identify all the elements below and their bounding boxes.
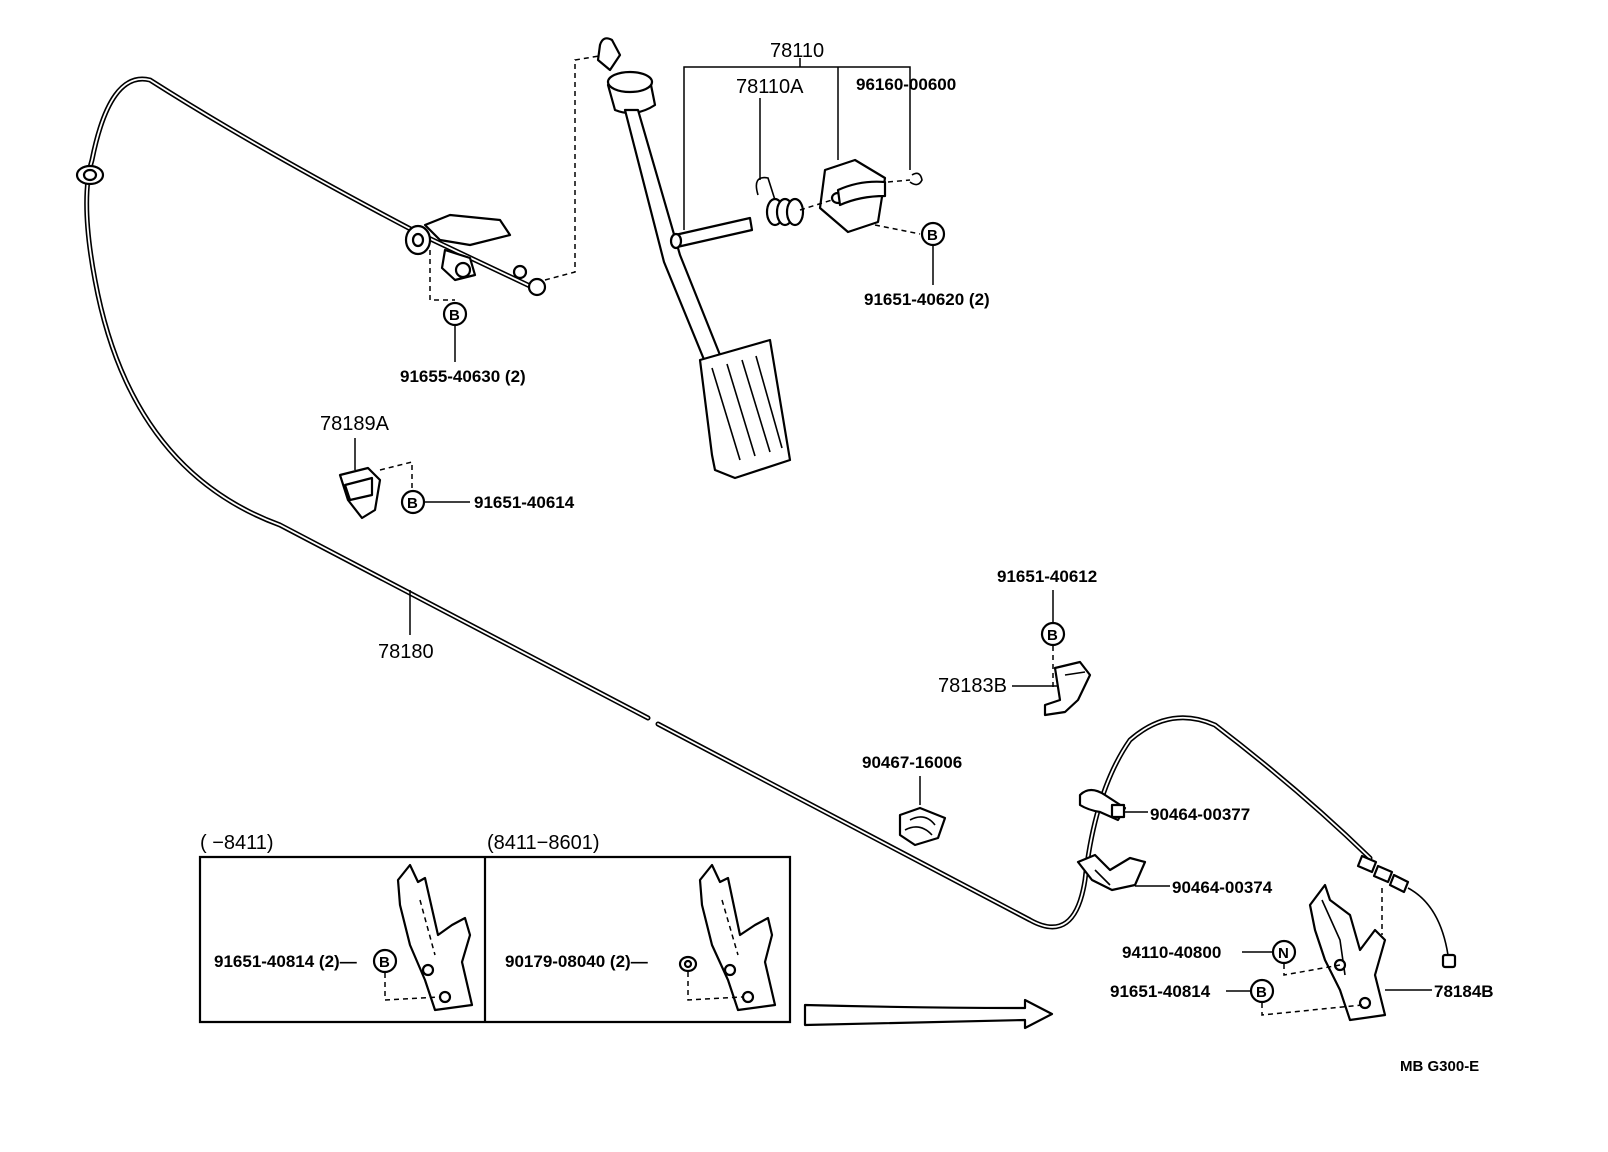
label-78110: 78110 [770, 40, 824, 62]
bolt-badge-91651-40620: B [920, 221, 946, 247]
bolt-badge-91651-40612: B [1040, 621, 1066, 647]
inset-late-header: (8411−8601) [487, 832, 600, 854]
svg-text:B: B [407, 495, 418, 512]
inset-early-header: ( −8411) [200, 832, 274, 854]
clamp-to-bolt-leader [379, 461, 413, 490]
return-spring-78110A[interactable] [755, 176, 805, 227]
inset-late-bracket [698, 863, 777, 1012]
label-90464-00374: 90464-00374 [1172, 878, 1273, 897]
label-91651-40614: 91651-40614 [474, 493, 575, 512]
right-arrow [803, 998, 1054, 1030]
label-78184B: 78184B [1434, 982, 1494, 1001]
label-78183B: 78183B [938, 675, 1007, 697]
inset-early-label: 91651-40814 (2)— [214, 952, 357, 971]
cable-bracket-78184B[interactable] [1308, 883, 1387, 1022]
label-91651-40612: 91651-40612 [997, 567, 1097, 586]
svg-text:B: B [1256, 984, 1267, 1001]
pin-to-bracket-leader [799, 199, 833, 211]
bolt-badge-inset-early: B [372, 948, 398, 974]
bracket-bolt-leader [429, 250, 455, 301]
cable-end-bracket[interactable] [404, 213, 547, 297]
nut-to-bracket-leader [1283, 964, 1341, 976]
nut-icon-inset-late [678, 955, 698, 973]
cable-to-pedal-leader [544, 54, 606, 281]
bolt-badge-91655-40630: B [442, 301, 468, 327]
bolt-badge-91651-40614: B [400, 489, 426, 515]
cable-clip-90467[interactable] [898, 806, 947, 847]
svg-text:N: N [1278, 945, 1289, 962]
label-78180: 78180 [378, 641, 434, 663]
cable-clamp-78189A[interactable] [338, 466, 382, 520]
pedal-bracket-96160[interactable] [818, 158, 923, 234]
cable-clamp-90464-00374[interactable] [1076, 853, 1147, 892]
label-91651-40620: 91651-40620 (2) [864, 290, 990, 309]
label-91655-40630: 91655-40630 (2) [400, 367, 526, 386]
accelerator-pedal[interactable] [596, 37, 792, 480]
label-78189A: 78189A [320, 413, 390, 435]
bolt-to-bracket-leader-2 [1261, 1003, 1363, 1016]
inset-variant-late: (8411−8601) 90179-08040 (2)— [487, 832, 777, 1012]
bracket-to-clip-leader [887, 179, 911, 183]
diagram-code: MB G300-E [1400, 1058, 1479, 1075]
svg-text:B: B [379, 954, 390, 971]
bracket-to-bolt-leader [874, 224, 921, 235]
label-96160-00600: 96160-00600 [856, 75, 956, 94]
inset-late-label: 90179-08040 (2)— [505, 952, 648, 971]
svg-text:B: B [1047, 627, 1058, 644]
inset-variant-early: ( −8411) B 91651-40814 (2)— [198, 832, 792, 1024]
pedal-pivot-pin[interactable] [669, 216, 754, 250]
svg-text:B: B [927, 227, 938, 244]
nut-badge-94110-40800: N [1271, 939, 1297, 965]
label-94110-40800: 94110-40800 [1122, 943, 1221, 962]
inset-early-bracket [396, 863, 474, 1012]
cable-bracket-78183B[interactable] [1043, 660, 1092, 717]
label-90464-00377: 90464-00377 [1150, 805, 1250, 824]
cable-clamp-90464-00377[interactable] [1078, 788, 1127, 822]
label-91651-40814: 91651-40814 [1110, 982, 1211, 1001]
accelerator-cable[interactable] [75, 76, 1457, 969]
label-78110A: 78110A [736, 76, 804, 98]
group-bracket-78110 [683, 58, 911, 230]
bolt-badge-91651-40814: B [1249, 978, 1275, 1004]
svg-text:B: B [449, 307, 460, 324]
label-90467-16006: 90467-16006 [862, 753, 962, 772]
